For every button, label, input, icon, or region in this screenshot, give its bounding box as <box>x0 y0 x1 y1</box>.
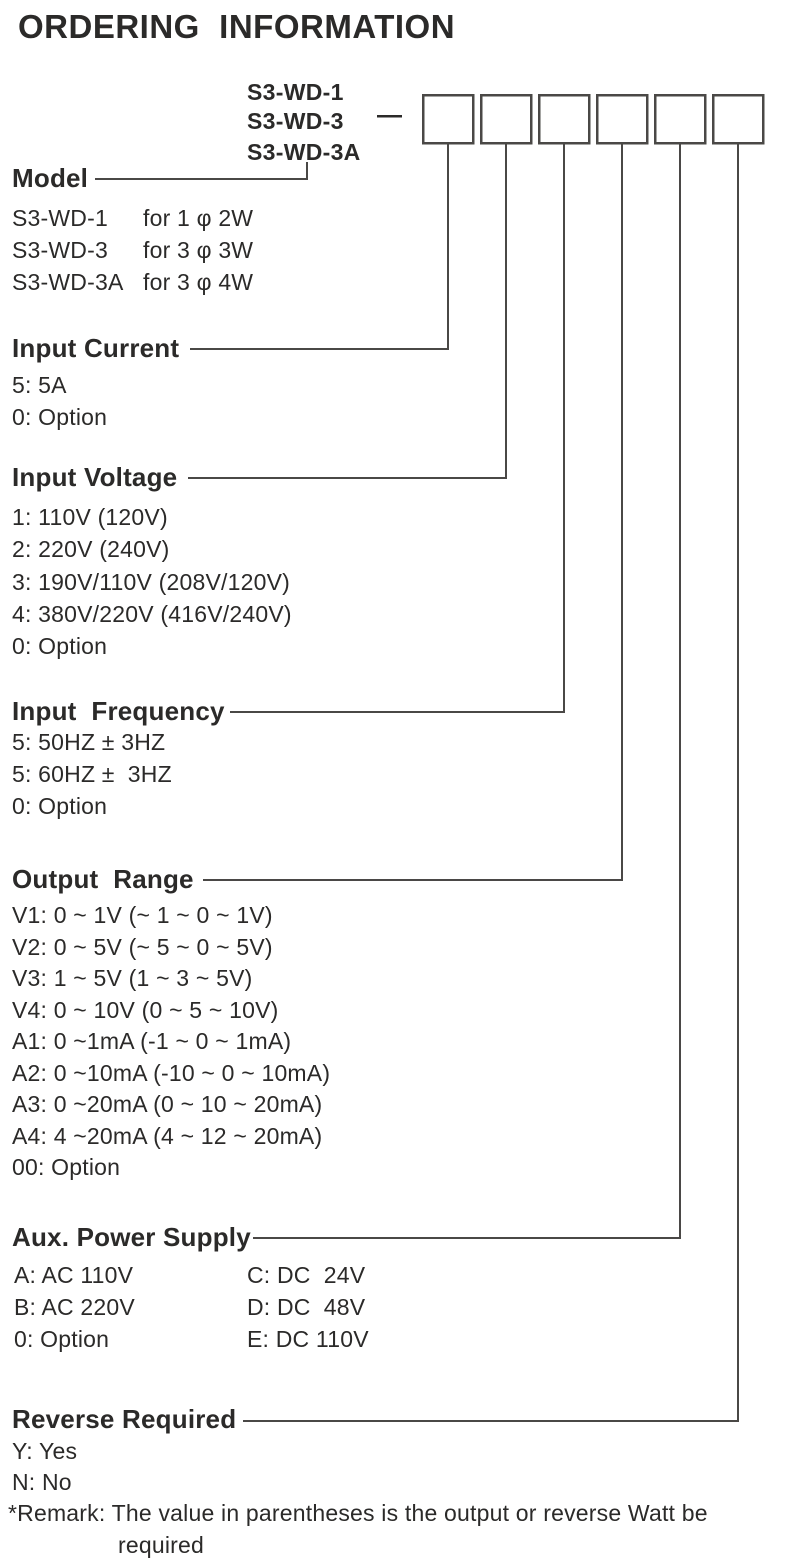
output-range-item: V1: 0 ~ 1V (~ 1 ~ 0 ~ 1V) <box>12 902 273 928</box>
part-number-model-3: S3-WD-3A <box>247 139 361 165</box>
remark-line-1: *Remark: The value in parentheses is the… <box>8 1500 708 1526</box>
section-header-input-frequency: Input Frequency <box>12 696 225 726</box>
model-item: S3-WD-3A for 3 φ 4W <box>12 271 253 294</box>
part-number-dash: — <box>377 101 402 129</box>
output-range-item: V2: 0 ~ 5V (~ 5 ~ 0 ~ 5V) <box>12 934 273 960</box>
aux-power-item: D: DC 48V <box>247 1294 366 1320</box>
aux-power-item: A: AC 110V <box>14 1262 134 1288</box>
connector-input-frequency <box>230 142 565 713</box>
section-header-aux-power: Aux. Power Supply <box>12 1222 251 1252</box>
model-item: S3-WD-1 for 1 φ 2W <box>12 207 253 230</box>
connector-model <box>95 162 308 180</box>
digit-box-4 <box>595 93 649 145</box>
aux-power-item: 0: Option <box>14 1326 110 1352</box>
input-voltage-item: 2: 220V (240V) <box>12 536 170 562</box>
digit-box-6 <box>711 93 765 145</box>
digit-box-3 <box>537 93 591 145</box>
output-range-item: 00: Option <box>12 1154 121 1180</box>
connector-aux-power <box>253 142 681 1239</box>
input-frequency-item: 5: 60HZ ± 3HZ <box>12 761 172 787</box>
input-voltage-item: 1: 110V (120V) <box>12 504 168 530</box>
remark-line-2: required <box>118 1532 204 1558</box>
section-header-reverse-required: Reverse Required <box>12 1404 237 1434</box>
input-frequency-item: 0: Option <box>12 793 108 819</box>
connector-output-range <box>203 142 623 881</box>
output-range-item: A3: 0 ~20mA (0 ~ 10 ~ 20mA) <box>12 1091 323 1117</box>
connector-input-voltage <box>188 142 507 479</box>
reverse-required-item: N: No <box>12 1469 72 1495</box>
model-item-desc: for 3 φ 3W <box>143 237 254 263</box>
output-range-item: A4: 4 ~20mA (4 ~ 12 ~ 20mA) <box>12 1123 323 1149</box>
section-header-model: Model <box>12 163 89 193</box>
connector-input-current <box>190 142 449 350</box>
reverse-required-item: Y: Yes <box>12 1438 78 1464</box>
connector-reverse <box>243 142 739 1422</box>
aux-power-item: C: DC 24V <box>247 1262 366 1288</box>
model-item-name: S3-WD-1 <box>12 205 108 231</box>
digit-box-2 <box>479 93 533 145</box>
output-range-item: V3: 1 ~ 5V (1 ~ 3 ~ 5V) <box>12 965 253 991</box>
part-number-model-1: S3-WD-1 <box>247 79 344 105</box>
section-header-output-range: Output Range <box>12 864 194 894</box>
input-voltage-item: 3: 190V/110V (208V/120V) <box>12 569 291 595</box>
aux-power-item: E: DC 110V <box>247 1326 369 1352</box>
input-current-item: 5: 5A <box>12 372 67 398</box>
digit-box-1 <box>421 93 475 145</box>
model-item-desc: for 1 φ 2W <box>143 205 254 231</box>
part-number-model-2: S3-WD-3 <box>247 108 344 134</box>
output-range-item: V4: 0 ~ 10V (0 ~ 5 ~ 10V) <box>12 997 279 1023</box>
input-voltage-item: 4: 380V/220V (416V/240V) <box>12 601 292 627</box>
output-range-item: A1: 0 ~1mA (-1 ~ 0 ~ 1mA) <box>12 1028 292 1054</box>
model-item-desc: for 3 φ 4W <box>143 269 254 295</box>
model-item-name: S3-WD-3A <box>12 269 124 295</box>
output-range-item: A2: 0 ~10mA (-10 ~ 0 ~ 10mA) <box>12 1060 331 1086</box>
aux-power-item: B: AC 220V <box>14 1294 135 1320</box>
input-frequency-item: 5: 50HZ ± 3HZ <box>12 729 166 755</box>
digit-box-5 <box>653 93 707 145</box>
section-header-input-current: Input Current <box>12 333 180 363</box>
input-voltage-item: 0: Option <box>12 633 108 659</box>
section-header-input-voltage: Input Voltage <box>12 462 178 492</box>
model-item: S3-WD-3 for 3 φ 3W <box>12 239 253 262</box>
model-item-name: S3-WD-3 <box>12 237 108 263</box>
page-title: ORDERING INFORMATION <box>18 8 456 45</box>
input-current-item: 0: Option <box>12 404 108 430</box>
